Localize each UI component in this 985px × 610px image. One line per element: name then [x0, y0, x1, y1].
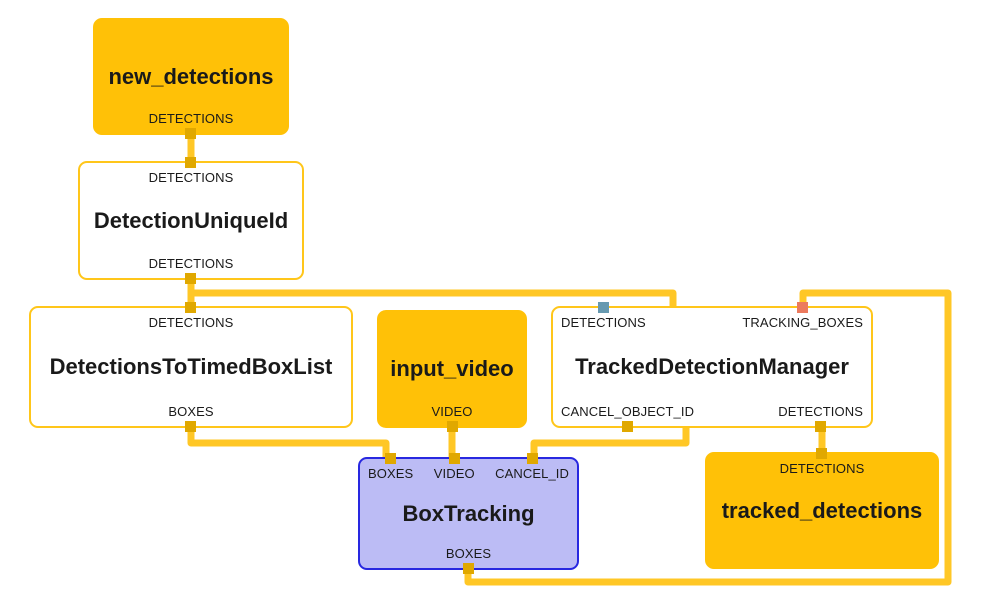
port-label: CANCEL_ID — [495, 466, 569, 481]
node-title: input_video — [390, 356, 514, 381]
port-out-boxes[interactable]: BOXES — [168, 404, 214, 432]
port-label: DETECTIONS — [779, 461, 865, 476]
node-title: tracked_detections — [721, 497, 923, 523]
port-square-icon — [185, 302, 197, 313]
node-title: TrackedDetectionManager — [575, 354, 849, 379]
port-square-icon — [385, 453, 397, 464]
port-label: DETECTIONS — [148, 315, 234, 330]
port-label: DETECTIONS — [561, 315, 646, 330]
node-new-detections[interactable]: new_detections DETECTIONS — [93, 18, 289, 139]
port-out-detections[interactable]: DETECTIONS — [778, 404, 863, 432]
port-square-icon — [185, 273, 197, 284]
port-in-tracking-boxes[interactable]: TRACKING_BOXES — [742, 302, 863, 330]
edge-timed-box-list-to-box-tracking — [187, 427, 390, 458]
port-in-boxes[interactable]: BOXES — [368, 453, 414, 481]
port-in-detections[interactable]: DETECTIONS — [148, 302, 234, 330]
port-label: VIDEO — [431, 404, 473, 419]
node-detections-to-timed-box-list[interactable]: DETECTIONS DetectionsToTimedBoxList BOXE… — [29, 302, 353, 432]
port-label: BOXES — [445, 546, 492, 561]
port-in-detections[interactable]: DETECTIONS — [148, 157, 234, 185]
port-label: DETECTIONS — [148, 111, 234, 126]
port-square-icon — [526, 453, 538, 464]
port-out-video[interactable]: VIDEO — [431, 404, 473, 432]
node-box-tracking[interactable]: BOXES VIDEO CANCEL_ID BoxTracking BOXES — [358, 453, 579, 574]
port-out-cancel-object-id[interactable]: CANCEL_OBJECT_ID — [561, 404, 695, 432]
port-in-video[interactable]: VIDEO — [433, 453, 475, 481]
port-square-icon — [816, 448, 828, 459]
port-square-icon — [815, 421, 827, 432]
port-out-detections[interactable]: DETECTIONS — [148, 111, 234, 139]
port-square-icon — [448, 453, 460, 464]
node-tracked-detection-manager[interactable]: DETECTIONS TRACKING_BOXES TrackedDetecti… — [551, 302, 873, 432]
port-square-icon — [622, 421, 634, 432]
port-out-boxes[interactable]: BOXES — [445, 546, 492, 574]
node-title: BoxTracking — [402, 500, 535, 526]
port-square-icon — [462, 563, 474, 574]
node-title: DetectionsToTimedBoxList — [49, 354, 333, 379]
port-in-cancel-id[interactable]: CANCEL_ID — [495, 453, 569, 481]
port-square-icon — [185, 128, 197, 139]
node-tracked-detections[interactable]: DETECTIONS tracked_detections — [705, 448, 939, 569]
port-label: CANCEL_OBJECT_ID — [561, 404, 695, 419]
port-out-detections[interactable]: DETECTIONS — [148, 256, 234, 284]
port-square-icon — [185, 421, 197, 432]
port-label: DETECTIONS — [778, 404, 863, 419]
node-title: new_detections — [108, 63, 274, 89]
port-in-detections[interactable]: DETECTIONS — [779, 448, 865, 476]
port-label: BOXES — [168, 404, 214, 419]
port-square-icon — [446, 421, 458, 432]
node-detection-unique-id[interactable]: DETECTIONS DetectionUniqueId DETECTIONS — [78, 157, 304, 284]
edge-cancel-object-id-to-box-tracking — [530, 427, 690, 458]
port-label: DETECTIONS — [148, 170, 234, 185]
port-label: DETECTIONS — [148, 256, 234, 271]
node-input-video[interactable]: input_video VIDEO — [377, 310, 527, 432]
port-label: BOXES — [368, 466, 414, 481]
port-square-icon — [597, 302, 609, 313]
port-square-icon — [797, 302, 809, 313]
node-title: DetectionUniqueId — [93, 207, 289, 233]
port-label: TRACKING_BOXES — [742, 315, 863, 330]
port-square-icon — [185, 157, 197, 168]
port-label: VIDEO — [433, 466, 475, 481]
port-in-detections[interactable]: DETECTIONS — [561, 302, 646, 330]
